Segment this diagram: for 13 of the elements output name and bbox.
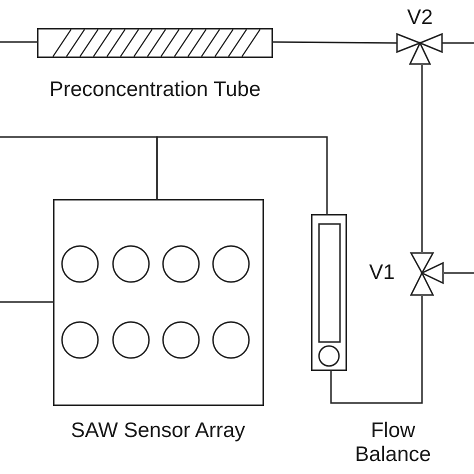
preconcentration-tube-label: Preconcentration Tube [48,78,262,102]
pipe-line [421,65,423,252]
valve-label: V2 [406,6,434,30]
pipe-line [444,272,474,274]
pipe-line [156,136,328,214]
sensor-array-label: SAW Sensor Array [70,419,246,443]
pipe-line [330,296,423,404]
pipe-line [0,301,53,303]
pipe-line [273,41,397,44]
valve-label: V1 [368,261,396,285]
pipe-line [442,42,474,44]
flow-balance-label: Flow Balance [354,419,432,467]
pipe-line [0,41,37,43]
